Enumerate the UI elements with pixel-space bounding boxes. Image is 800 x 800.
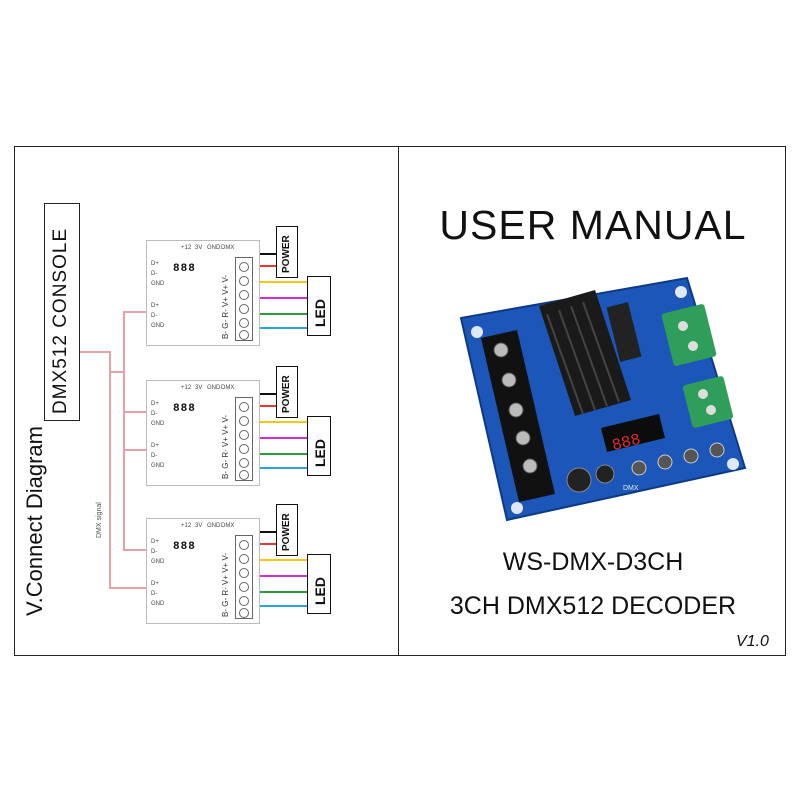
led-label-box: LED xyxy=(307,416,331,476)
unit-display: 888 xyxy=(173,541,207,553)
unit-port-label: GND xyxy=(151,323,165,329)
unit-port-label: GND xyxy=(151,421,165,427)
unit-port-label: GND xyxy=(151,559,165,565)
green-terminal-icon xyxy=(682,376,734,428)
unit-port-label: D- xyxy=(151,313,158,319)
unit-port-label: D+ xyxy=(151,443,159,449)
terminal-block xyxy=(235,397,253,481)
unit-top-label: GND xyxy=(207,385,221,391)
mount-hole xyxy=(727,458,739,470)
page-frame xyxy=(14,146,786,656)
unit-top-label: 3V xyxy=(195,523,203,529)
unit-port-label: D+ xyxy=(151,401,159,407)
unit-port-label: D+ xyxy=(151,539,159,545)
console-box xyxy=(44,203,80,421)
decoder-unit-3: +12 3V GND DMX 888 D+ D- GND D+ D- GND B… xyxy=(146,518,260,624)
decoder-board-image: 888 DMX xyxy=(459,276,747,522)
terminal-labels: B- G- R- V+ V+ V- xyxy=(221,414,230,479)
unit-top-label: GND xyxy=(207,245,221,251)
terminal-block xyxy=(235,257,253,341)
signal-wire-2-in xyxy=(123,412,146,451)
model-number: WS-DMX-D3CH xyxy=(502,548,684,576)
unit-top-label: 3V xyxy=(195,245,203,251)
led-label: LED xyxy=(312,299,328,327)
board-label: DMX xyxy=(623,485,639,492)
unit-port-label: D- xyxy=(151,549,158,555)
unit-port-label: D- xyxy=(151,271,158,277)
unit-port-label: D+ xyxy=(151,261,159,267)
capacitor-icon xyxy=(595,464,615,484)
unit-top-label: GND xyxy=(207,523,221,529)
button-icon xyxy=(631,460,647,476)
unit-display: 888 xyxy=(173,263,207,275)
page-divider xyxy=(398,146,399,656)
manual-title: USER MANUAL xyxy=(439,202,747,248)
terminal-block xyxy=(235,535,253,619)
unit-port-label: D- xyxy=(151,453,158,459)
signal-label: DMX signal xyxy=(96,502,103,538)
led-label: LED xyxy=(312,577,328,605)
signal-wire-2-out xyxy=(123,450,146,551)
power-label: POWER xyxy=(281,513,292,551)
power-label-box: POWER xyxy=(276,226,298,278)
unit-top-label: +12 xyxy=(181,523,192,529)
terminal-labels: B- G- R- V+ V+ V- xyxy=(221,552,230,617)
mount-hole xyxy=(675,286,687,298)
signal-wire-1-out xyxy=(123,372,146,413)
heatsink-icon xyxy=(539,290,631,416)
unit-top-label: DMX xyxy=(221,385,235,391)
mount-hole xyxy=(471,326,483,338)
unit-top-label: +12 xyxy=(181,245,192,251)
unit-top-label: DMX xyxy=(221,245,235,251)
power-label: POWER xyxy=(281,235,292,273)
decoder-unit-1: +12 3V GND DMX 888 D+ D- GND D+ D- GND B… xyxy=(146,240,260,346)
unit-port-label: D+ xyxy=(151,581,159,587)
led-label-box: LED xyxy=(307,276,331,336)
unit-top-label: +12 xyxy=(181,385,192,391)
decoder-unit-2: +12 3V GND DMX 888 D+ D- GND D+ D- GND B… xyxy=(146,380,260,486)
green-terminal-icon xyxy=(661,304,717,366)
button-icon xyxy=(683,448,699,464)
unit-port-label: D+ xyxy=(151,303,159,309)
power-label-box: POWER xyxy=(276,504,298,556)
unit-display: 888 xyxy=(173,403,207,415)
button-icon xyxy=(709,442,725,458)
mount-hole xyxy=(511,502,523,514)
signal-wire-1-in xyxy=(110,311,146,373)
unit-port-label: GND xyxy=(151,281,165,287)
dmx-signal-wires xyxy=(80,311,146,589)
power-label: POWER xyxy=(281,375,292,413)
capacitor-icon xyxy=(566,467,592,493)
unit-port-label: D- xyxy=(151,591,158,597)
ic-chip-icon xyxy=(606,302,642,362)
power-label-box: POWER xyxy=(276,366,298,418)
terminal-labels: B- G- R- V+ V+ V- xyxy=(221,274,230,339)
led-label-box: LED xyxy=(307,554,331,614)
button-icon xyxy=(657,454,673,470)
version-label: V1.0 xyxy=(736,633,769,650)
unit-port-label: GND xyxy=(151,463,165,469)
product-subtitle: 3CH DMX512 DECODER xyxy=(449,592,737,620)
unit-port-label: D- xyxy=(151,411,158,417)
led-label: LED xyxy=(312,439,328,467)
screw-terminal-icon xyxy=(481,330,555,502)
unit-top-label: DMX xyxy=(221,523,235,529)
unit-top-label: 3V xyxy=(195,385,203,391)
unit-port-label: GND xyxy=(151,601,165,607)
signal-wire-main xyxy=(80,351,146,589)
